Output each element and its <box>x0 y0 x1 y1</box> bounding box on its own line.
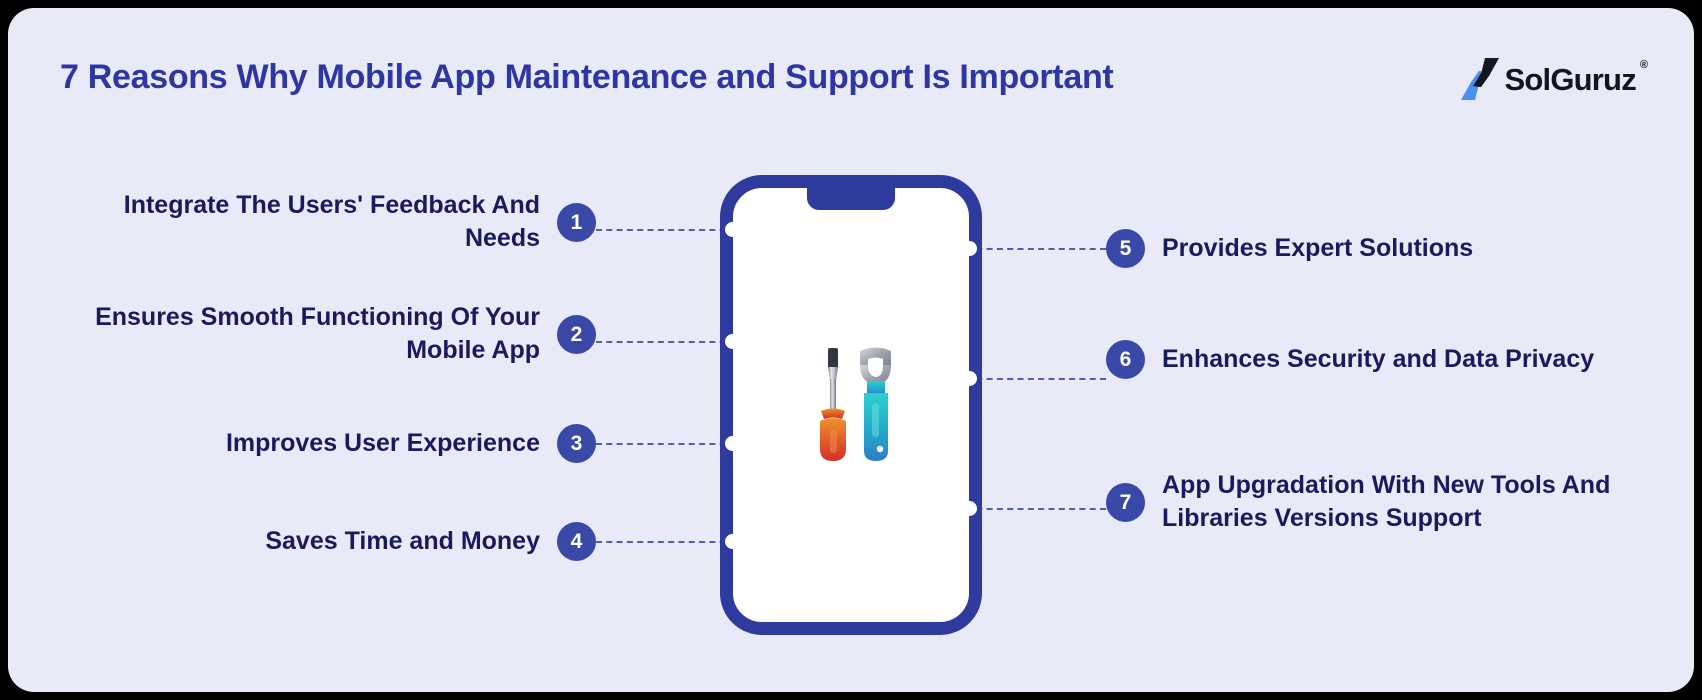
frame-dot-6 <box>962 371 977 386</box>
frame-dot-1 <box>725 222 740 237</box>
reason-label-5: Provides Expert Solutions <box>1162 234 1474 262</box>
reason-badge-5: 5 <box>1106 229 1145 268</box>
reason-badge-3: 3 <box>557 424 596 463</box>
phone-screen <box>733 188 969 622</box>
solguruz-logo-icon <box>1460 58 1499 100</box>
reason-badge-2: 2 <box>557 314 596 354</box>
connector-line-1 <box>596 229 736 231</box>
connector-line-7 <box>966 508 1106 510</box>
reason-badge-4: 4 <box>557 522 596 561</box>
header: 7 Reasons Why Mobile App Maintenance and… <box>8 8 1694 118</box>
reason-label-1: Integrate The Users' Feedback And Needs <box>123 191 540 252</box>
brand-logo: SolGuruz ® <box>1459 56 1648 102</box>
reason-label-6: Enhances Security and Data Privacy <box>1162 345 1595 373</box>
reason-item-1[interactable]: Integrate The Users' Feedback And Needs … <box>68 189 596 255</box>
frame-dot-3 <box>725 436 740 451</box>
reason-label-3: Improves User Experience <box>225 429 540 457</box>
reason-badge-6: 6 <box>1106 340 1145 379</box>
reason-item-3[interactable]: Improves User Experience 3 <box>108 424 596 463</box>
frame-dot-5 <box>962 241 977 256</box>
frame-dot-4 <box>725 534 740 549</box>
reason-label-4: Saves Time and Money <box>265 527 540 555</box>
page-title: 7 Reasons Why Mobile App Maintenance and… <box>60 58 1114 96</box>
reason-badge-7: 7 <box>1106 482 1145 522</box>
reason-item-7[interactable]: 7 App Upgradation With New Tools And Lib… <box>1106 469 1686 535</box>
reason-label-7: App Upgradation With New Tools And Libra… <box>1162 471 1611 532</box>
reason-item-6[interactable]: 6 Enhances Security and Data Privacy <box>1106 340 1666 379</box>
frame-dot-2 <box>725 334 740 349</box>
reason-item-5[interactable]: 5 Provides Expert Solutions <box>1106 229 1646 268</box>
connector-line-5 <box>966 248 1106 250</box>
connector-line-4 <box>596 541 736 543</box>
reason-badge-1: 1 <box>557 202 596 242</box>
trademark-symbol: ® <box>1639 59 1648 71</box>
infographic-card: 7 Reasons Why Mobile App Maintenance and… <box>8 8 1694 692</box>
frame-dot-7 <box>962 501 977 516</box>
connector-line-6 <box>966 378 1106 380</box>
logo-wordmark: SolGuruz <box>1504 61 1637 97</box>
phone-notch <box>807 187 895 210</box>
reason-label-2: Ensures Smooth Functioning Of Your Mobil… <box>95 303 540 364</box>
reason-item-2[interactable]: Ensures Smooth Functioning Of Your Mobil… <box>48 301 596 367</box>
phone-mockup <box>720 175 982 635</box>
reason-item-4[interactable]: Saves Time and Money 4 <box>148 522 596 561</box>
connector-line-3 <box>596 443 736 445</box>
connector-line-2 <box>596 341 736 343</box>
tools-icon <box>820 347 891 461</box>
